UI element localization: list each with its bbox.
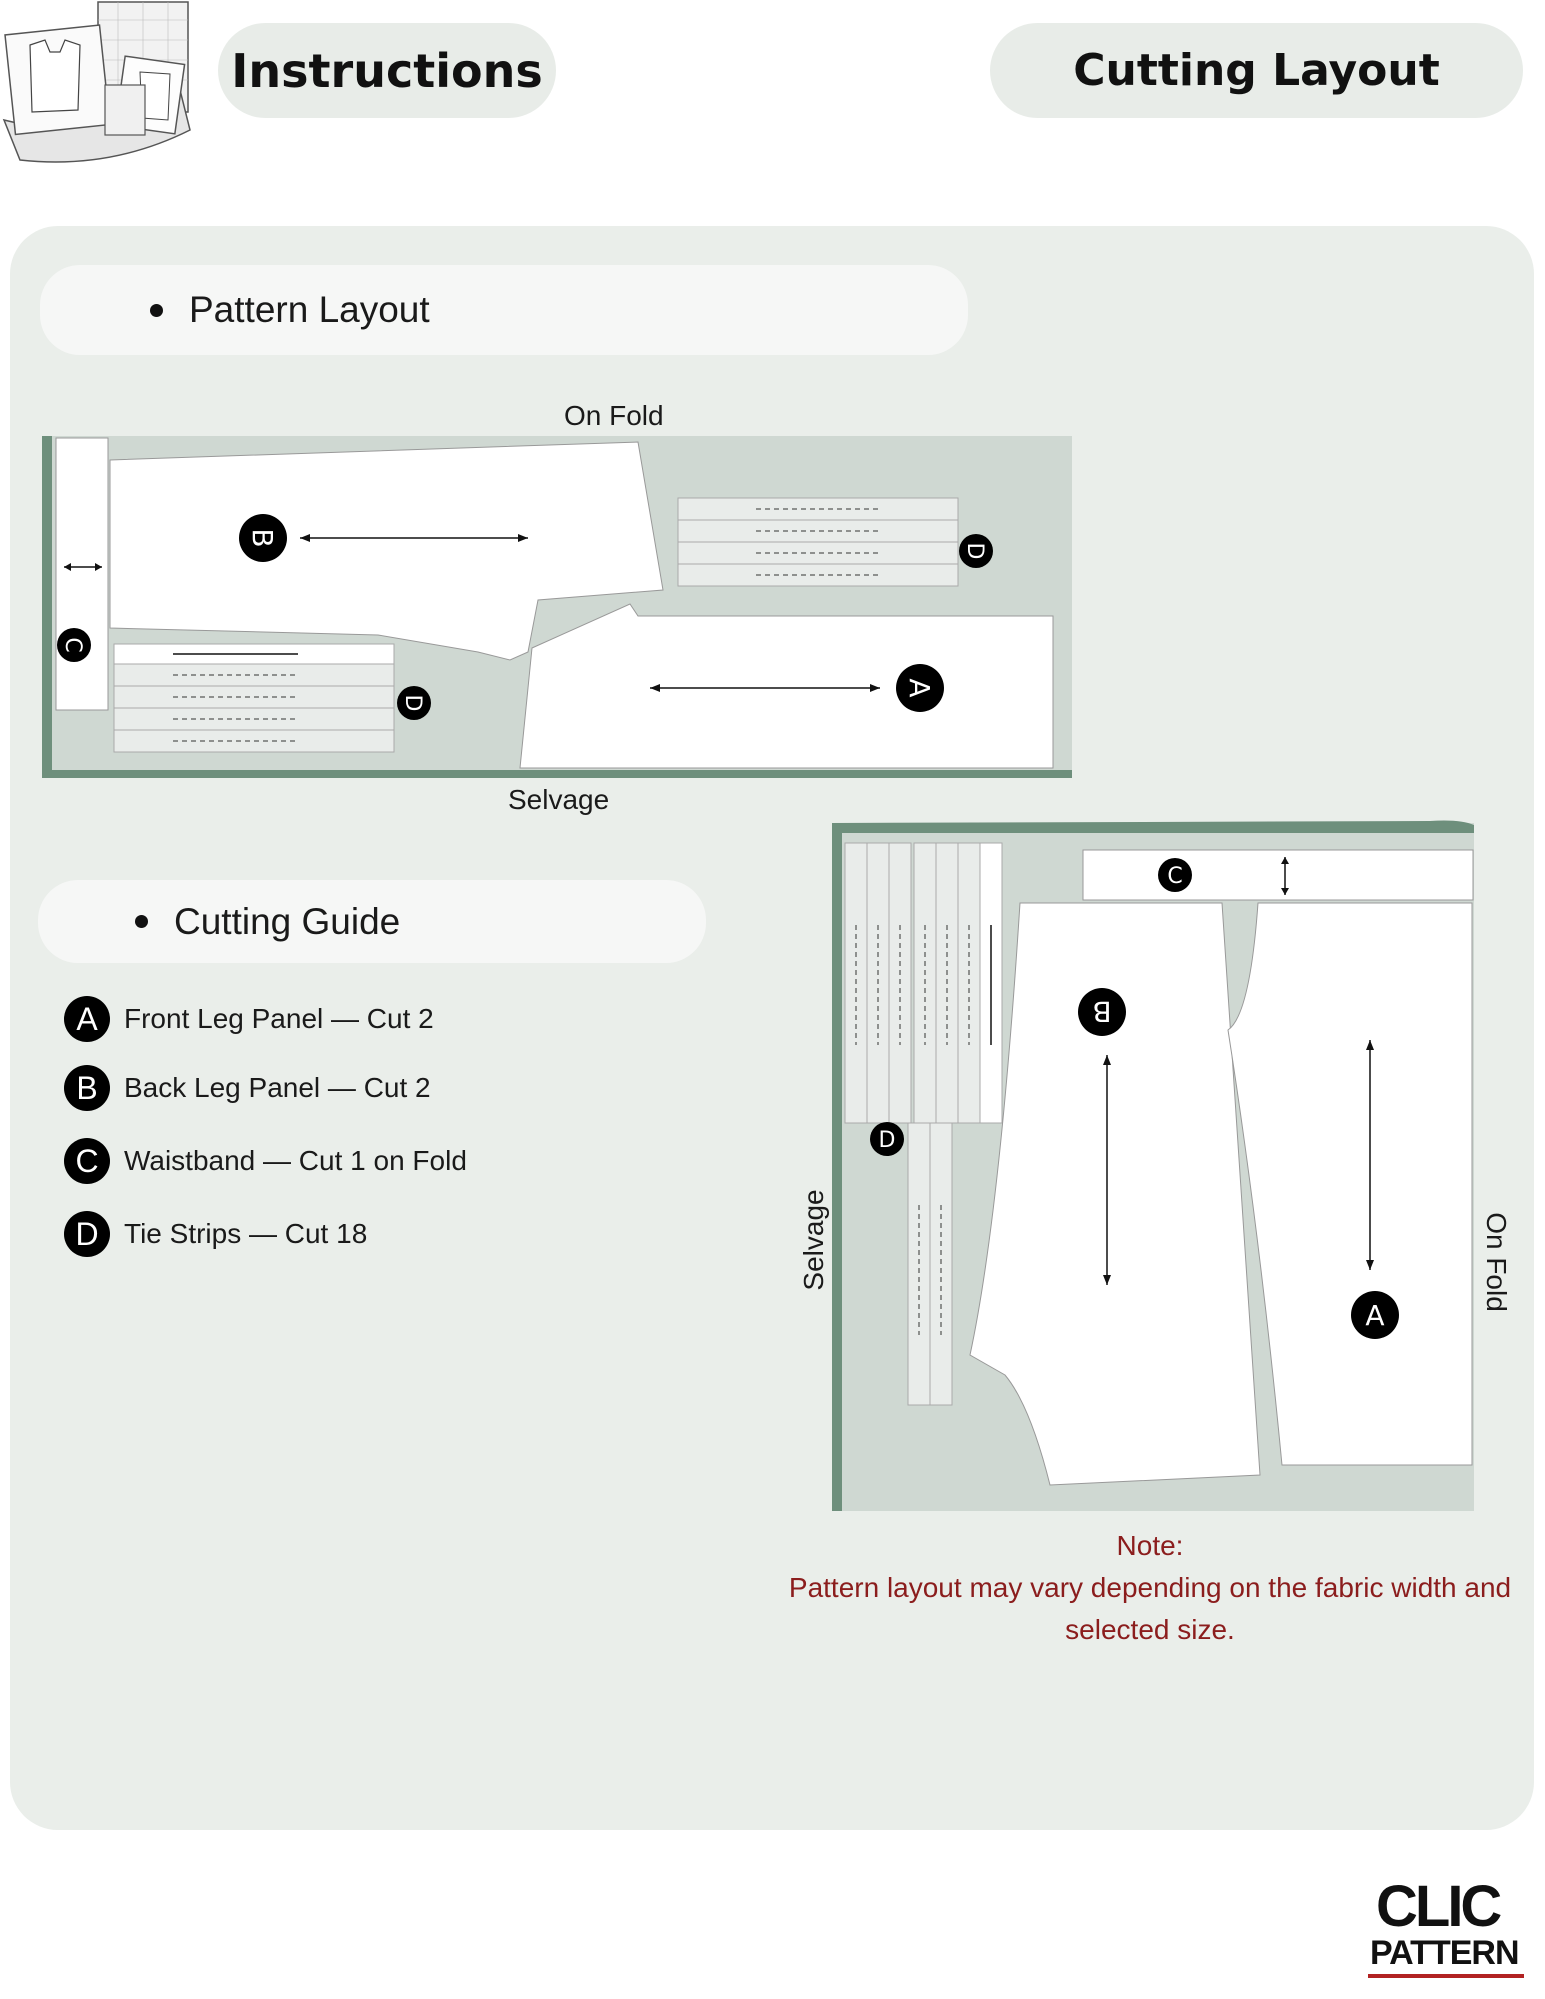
piece-d-badge: D: [962, 543, 987, 560]
selvage-label: Selvage: [508, 784, 610, 815]
guide-item-b: B Back Leg Panel — Cut 2: [64, 1065, 431, 1111]
guide-item-text: Front Leg Panel — Cut 2: [124, 1003, 434, 1034]
piece-a-badge: A: [903, 678, 936, 697]
note-line-2: selected size.: [1065, 1614, 1235, 1645]
on-fold-label: On Fold: [564, 400, 664, 431]
cutting-guide-heading: Cutting Guide: [38, 880, 706, 963]
guide-item-a: A Front Leg Panel — Cut 2: [64, 996, 434, 1042]
piece-d-badge: D: [879, 1128, 896, 1153]
selvage-label: Selvage: [798, 1189, 829, 1291]
piece-d-badge: D: [400, 695, 425, 712]
guide-item-text: Tie Strips — Cut 18: [124, 1218, 368, 1249]
cutting-guide-label: Cutting Guide: [174, 900, 401, 942]
note-title: Note:: [1116, 1530, 1184, 1561]
pattern-layout-label: Pattern Layout: [189, 289, 430, 330]
on-fold-label: On Fold: [1481, 1212, 1512, 1312]
piece-d-badge: D: [64, 1211, 110, 1257]
note-line-1: Pattern layout may vary depending on the…: [788, 1572, 1512, 1603]
piece-b-badge: B: [246, 528, 279, 547]
piece-a-badge: A: [64, 996, 110, 1042]
logo-line-1: CLIC: [1376, 1874, 1502, 1939]
layout-note: Note: Pattern layout may vary depending …: [780, 1525, 1520, 1651]
guide-item-c: C Waistband — Cut 1 on Fold: [64, 1138, 467, 1184]
guide-item-text: Back Leg Panel — Cut 2: [124, 1072, 431, 1103]
piece-c-badge: C: [64, 1138, 110, 1184]
guide-item-d: D Tie Strips — Cut 18: [64, 1211, 367, 1257]
bullet-icon: [135, 915, 148, 928]
pattern-layout-diagram-vertical: B A C D: [832, 820, 1474, 1511]
guide-item-text: Waistband — Cut 1 on Fold: [124, 1145, 467, 1176]
clic-pattern-logo: CLIC PATTERN: [1364, 1876, 1524, 1986]
pattern-layout-diagram-horizontal: B A C D D: [42, 436, 1072, 778]
piece-c-badge: C: [1167, 864, 1182, 889]
bullet-icon: [150, 303, 163, 317]
piece-c-badge: C: [60, 637, 85, 652]
logo-line-2: PATTERN: [1370, 1934, 1520, 1972]
instructions-title: Instructions: [218, 23, 556, 118]
pattern-layout-heading: Pattern Layout: [40, 265, 968, 355]
cutting-layout-title: Cutting Layout: [990, 23, 1523, 118]
pattern-sheets-illustration: [2, 1, 191, 163]
piece-a-badge: A: [1365, 1299, 1384, 1332]
piece-b-badge: B: [1092, 995, 1111, 1028]
logo-underline: [1368, 1974, 1524, 1978]
piece-b-badge: B: [64, 1065, 110, 1111]
